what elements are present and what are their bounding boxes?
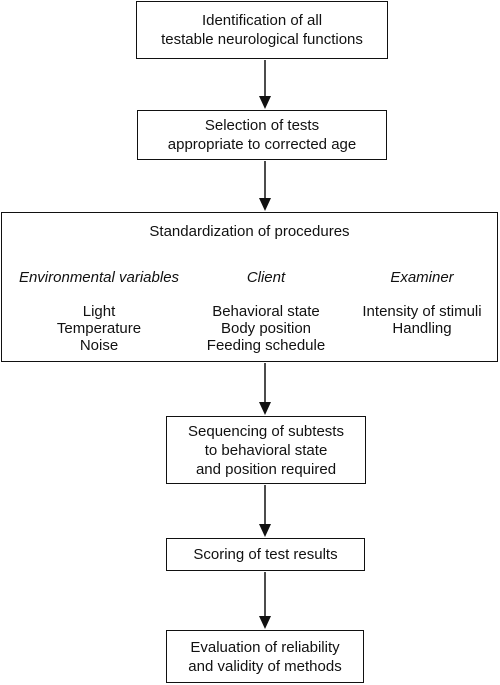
- step-identification-line-1: Identification of all: [201, 12, 323, 29]
- arrow-selection-to-standardization: [259, 161, 271, 211]
- category-client-item: Feeding schedule: [206, 337, 326, 354]
- arrow-sequencing-to-scoring: [259, 485, 271, 537]
- step-sequencing-box: Sequencing of subtests to behavioral sta…: [166, 416, 366, 484]
- category-environmental: Environmental variables Light Temperatur…: [9, 269, 189, 354]
- step-evaluation-box: Evaluation of reliability and validity o…: [166, 630, 364, 683]
- step-standardization-box: Standardization of procedures Environmen…: [1, 212, 498, 362]
- category-examiner-item: Intensity of stimuli: [362, 303, 482, 320]
- category-examiner-item: Handling: [392, 320, 452, 337]
- arrow-scoring-to-evaluation: [259, 572, 271, 629]
- category-examiner: Examiner Intensity of stimuli Handling: [332, 269, 500, 337]
- arrow-standardization-to-sequencing: [259, 363, 271, 415]
- category-environmental-item: Light: [82, 303, 116, 320]
- arrow-identification-to-selection: [259, 60, 271, 109]
- step-selection-box: Selection of tests appropriate to correc…: [137, 110, 387, 160]
- category-client-item: Body position: [220, 320, 312, 337]
- step-identification-line-2: testable neurological functions: [161, 31, 363, 48]
- category-environmental-item: Noise: [79, 337, 119, 354]
- step-scoring-box: Scoring of test results: [166, 538, 365, 571]
- step-sequencing-line-3: and position required: [195, 460, 337, 478]
- step-selection-line-2: appropriate to corrected age: [167, 136, 357, 153]
- category-environmental-item: Temperature: [56, 320, 142, 337]
- category-examiner-heading: Examiner: [390, 269, 454, 286]
- category-client-heading: Client: [246, 269, 286, 286]
- standardization-title: Standardization of procedures: [149, 223, 350, 240]
- category-client-item: Behavioral state: [212, 303, 320, 320]
- category-client: Client Behavioral state Body position Fe…: [176, 269, 356, 354]
- step-selection-line-1: Selection of tests: [204, 117, 320, 134]
- step-identification-box: Identification of all testable neurologi…: [136, 1, 388, 59]
- step-evaluation-line-2: and validity of methods: [188, 657, 342, 675]
- step-evaluation-line-1: Evaluation of reliability: [190, 638, 340, 656]
- category-environmental-heading: Environmental variables: [18, 269, 180, 286]
- step-scoring-line-1: Scoring of test results: [193, 546, 338, 563]
- step-sequencing-line-2: to behavioral state: [204, 441, 328, 459]
- step-sequencing-line-1: Sequencing of subtests: [188, 422, 344, 440]
